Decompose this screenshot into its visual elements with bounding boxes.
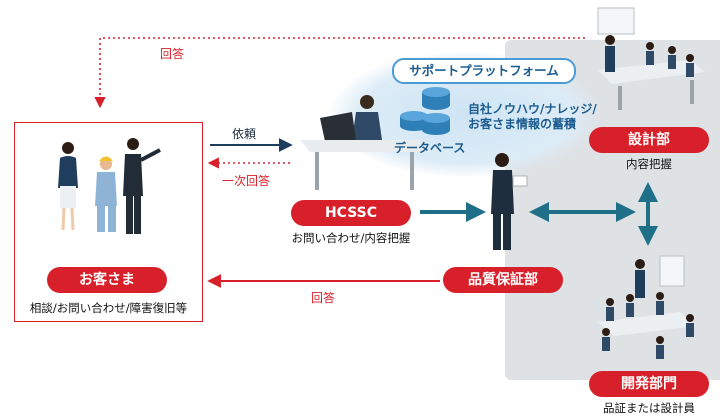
first-reply-label: 一次回答 bbox=[222, 174, 271, 188]
knowledge-line-1: 自社ノウハウ/ナレッジ/ bbox=[468, 102, 597, 116]
customer-businessman-icon bbox=[123, 138, 161, 234]
qa-pill: 品質保証部 bbox=[443, 267, 563, 293]
operator-desk-icon bbox=[300, 95, 430, 190]
support-platform-pill: サポートプラットフォーム bbox=[392, 58, 576, 84]
development-caption: 品証または設計員 bbox=[603, 401, 695, 415]
hcssc-pill: HCSSC bbox=[291, 200, 411, 226]
top-reply-arrow bbox=[94, 37, 585, 109]
development-meeting-icon bbox=[598, 255, 696, 359]
top-reply-label: 回答 bbox=[160, 47, 185, 61]
design-caption: 内容把握 bbox=[626, 157, 672, 171]
knowledge-line-2: お客さま情報の蓄積 bbox=[468, 117, 577, 131]
database-label: データベース bbox=[394, 141, 466, 155]
request-label: 依頼 bbox=[232, 127, 257, 141]
database-icon bbox=[400, 87, 450, 135]
development-pill: 開発部門 bbox=[589, 371, 709, 397]
design-meeting-icon bbox=[597, 7, 705, 110]
customer-caption: 相談/お問い合わせ/障害復旧等 bbox=[29, 301, 188, 315]
customer-pill: お客さま bbox=[47, 267, 167, 293]
bottom-reply-label: 回答 bbox=[311, 291, 336, 305]
customer-woman-icon bbox=[58, 142, 78, 231]
design-pill: 設計部 bbox=[589, 127, 709, 153]
hcssc-caption: お問い合わせ/内容把握 bbox=[291, 231, 411, 245]
qa-person-icon bbox=[491, 153, 528, 250]
customer-worker-icon bbox=[95, 156, 117, 232]
